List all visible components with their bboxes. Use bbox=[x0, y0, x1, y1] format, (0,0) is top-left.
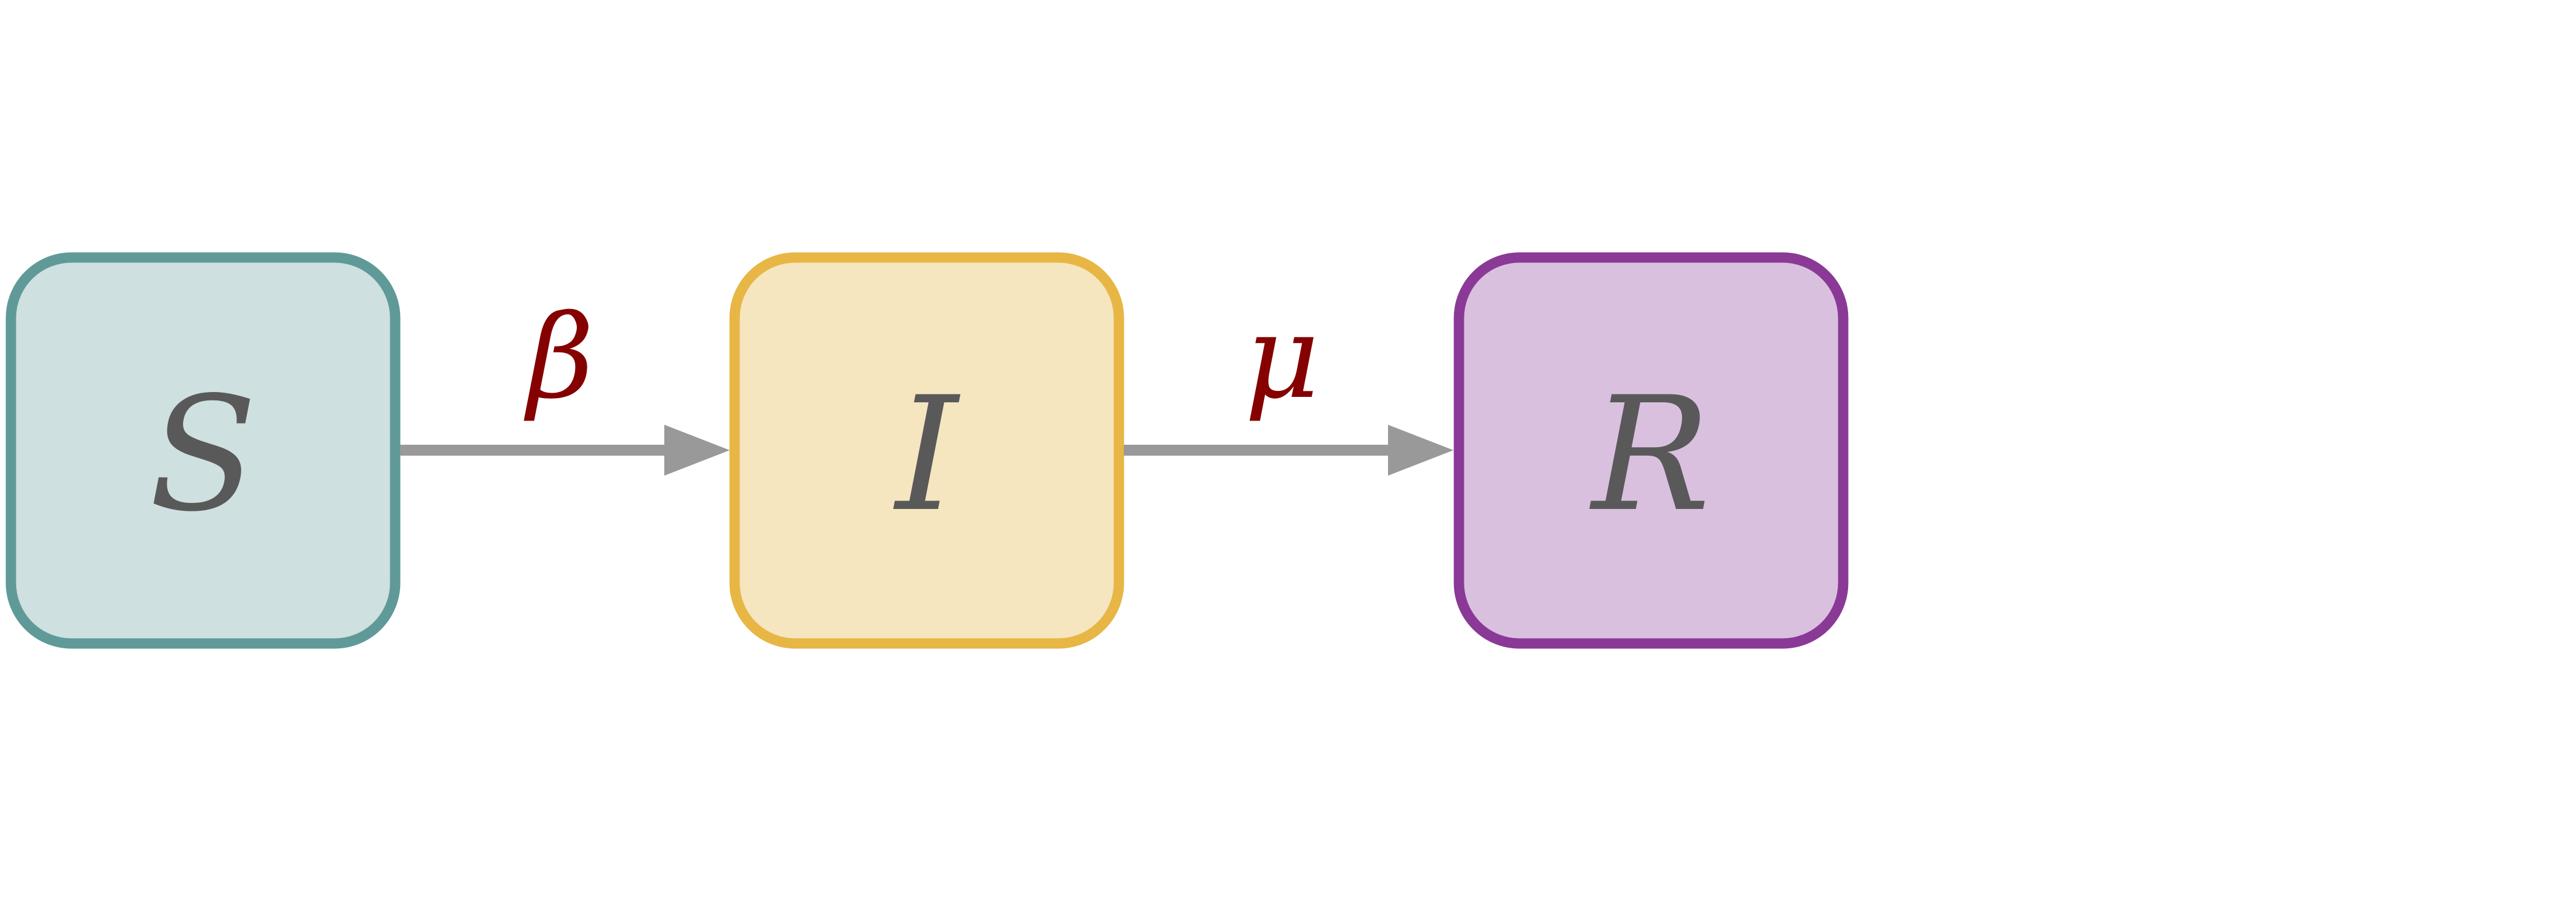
arrow-i-to-r-shaft bbox=[1124, 445, 1390, 456]
rate-beta-label: β bbox=[524, 290, 594, 424]
compartment-i-box bbox=[729, 252, 1124, 649]
rate-mu-label: μ bbox=[1244, 290, 1319, 424]
compartment-s-box bbox=[5, 252, 401, 649]
compartment-s: S bbox=[5, 252, 401, 649]
arrow-s-to-i-shaft bbox=[400, 445, 667, 456]
compartment-r: R bbox=[1453, 252, 1849, 649]
arrow-i-to-r-head bbox=[1388, 425, 1453, 476]
compartment-i-label: I bbox=[893, 364, 963, 547]
compartment-i: I bbox=[729, 252, 1124, 649]
arrow-s-to-i-head bbox=[664, 425, 730, 476]
arrow-i-to-r: μ bbox=[1124, 290, 1453, 476]
compartment-r-label: R bbox=[1589, 364, 1710, 547]
arrow-s-to-i: β bbox=[400, 290, 730, 476]
compartment-s-label: S bbox=[149, 364, 257, 547]
compartment-r-box bbox=[1453, 252, 1849, 649]
